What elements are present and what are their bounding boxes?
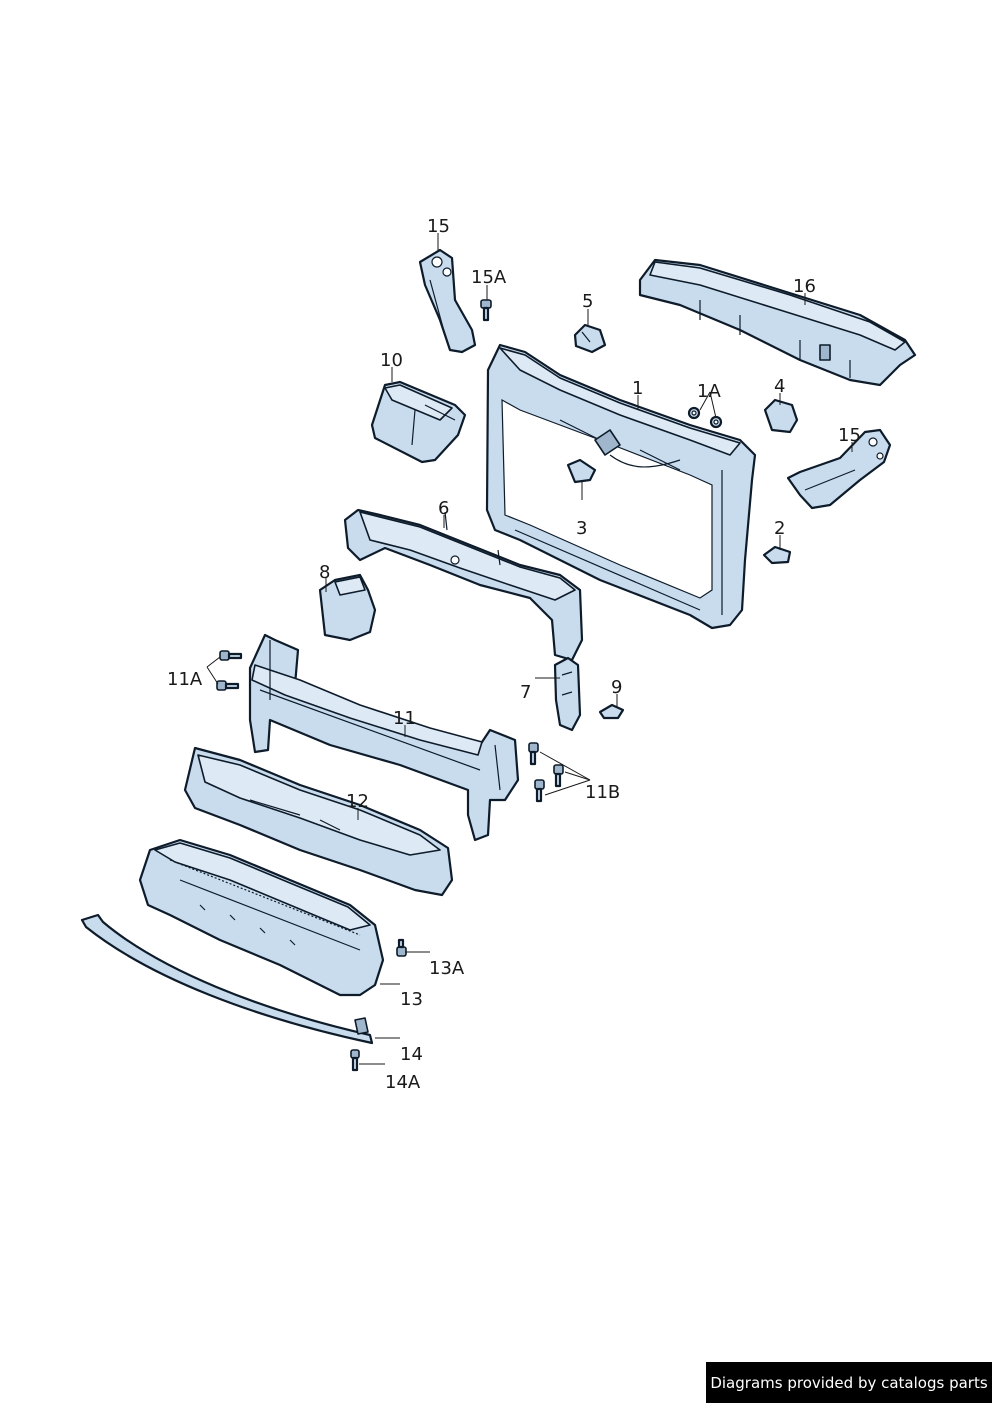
label-10: 10: [380, 350, 403, 371]
part-2-clip: [762, 545, 792, 565]
label-14A: 14A: [385, 1072, 421, 1093]
part-10-cover: [370, 380, 467, 464]
part-4-clip: [763, 398, 799, 434]
label-12: 12: [346, 791, 369, 812]
part-14A-bolt: [350, 1049, 360, 1072]
label-11: 11: [393, 708, 416, 729]
label-1: 1: [632, 378, 643, 399]
leader-lines: [206, 233, 853, 1065]
label-15-right: 15: [838, 425, 861, 446]
label-13A: 13A: [429, 958, 465, 979]
part-1A-nuts: [687, 406, 723, 429]
part-15A-bolt: [480, 299, 492, 322]
label-11A: 11A: [167, 669, 203, 690]
part-15-bracket-top: [418, 248, 477, 354]
part-13A-bolt: [396, 938, 407, 957]
part-5-clip: [573, 323, 607, 354]
label-15-top: 15: [427, 216, 450, 237]
label-15A: 15A: [471, 267, 507, 288]
label-13: 13: [400, 989, 423, 1010]
label-3: 3: [576, 518, 587, 539]
callout-labels: 15 15A 5 16 10 1 1A 4 15 3 2 6 8 11A 7 9…: [167, 216, 861, 1093]
part-7-support: [553, 656, 582, 732]
credit-banner: Diagrams provided by catalogs parts: [706, 1362, 992, 1403]
label-14: 14: [400, 1044, 423, 1065]
label-1A: 1A: [697, 381, 721, 402]
label-6: 6: [438, 498, 449, 519]
label-11B: 11B: [585, 782, 620, 803]
part-12-energy-absorber: [183, 746, 454, 897]
label-8: 8: [319, 562, 330, 583]
part-11A-bolts: [216, 650, 243, 691]
part-9-clip: [598, 703, 625, 720]
part-8-bracket: [318, 573, 377, 642]
part-14-trim-strip: [80, 913, 374, 1045]
part-13-lower-guide: [138, 838, 385, 997]
label-2: 2: [774, 518, 785, 539]
label-7: 7: [520, 682, 531, 703]
part-3-latch: [566, 458, 597, 484]
part-16-air-duct: [638, 258, 917, 387]
label-4: 4: [774, 376, 785, 397]
credit-text: Diagrams provided by catalogs parts: [710, 1373, 988, 1392]
part-11-bumper-carrier: [248, 633, 520, 842]
part-1-lock-carrier-frame: [485, 343, 757, 630]
label-9: 9: [611, 677, 622, 698]
label-5: 5: [582, 291, 593, 312]
label-16: 16: [793, 276, 816, 297]
part-15-bracket-right: [786, 428, 892, 510]
part-11B-bolts: [528, 742, 564, 803]
